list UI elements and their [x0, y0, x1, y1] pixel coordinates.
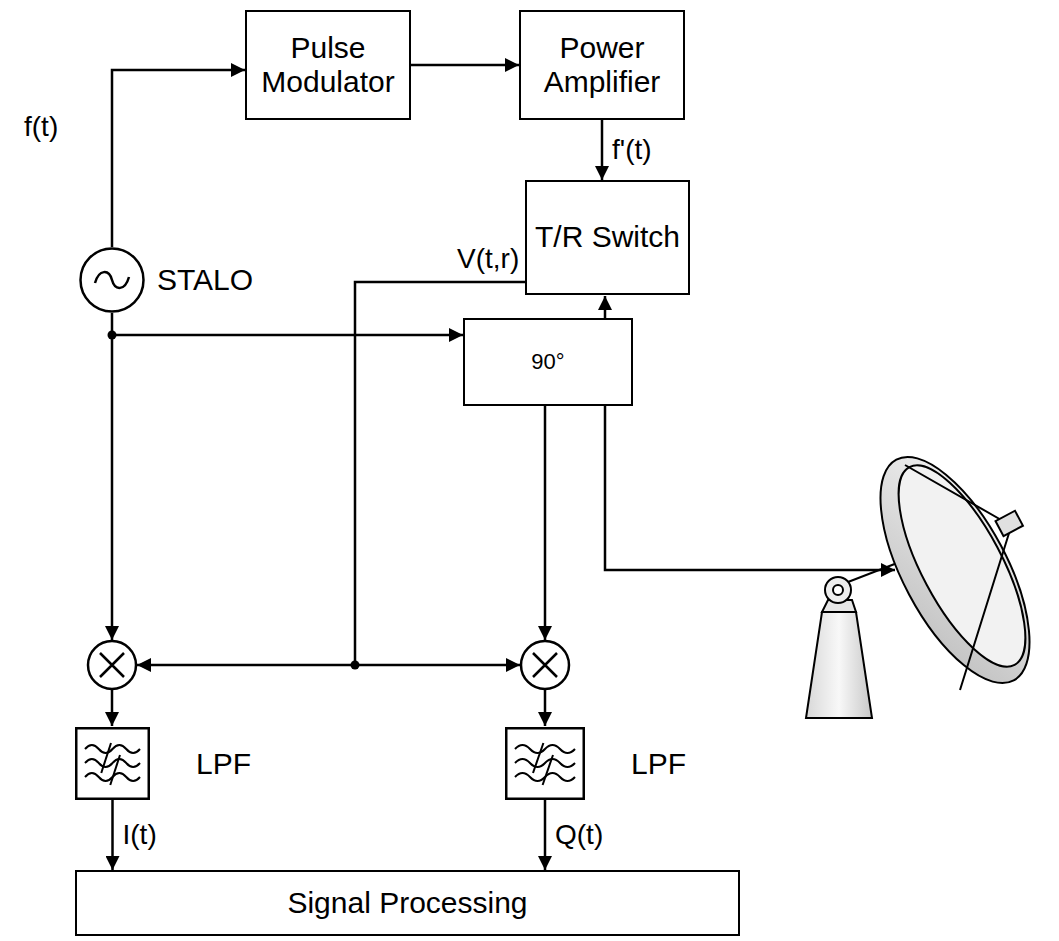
box-label: 90°: [531, 349, 564, 374]
switch-box: T/R Switch: [525, 180, 690, 295]
filter-symbol: [505, 727, 585, 800]
signal-connector: [112, 313, 463, 335]
signal-name: I(t): [121, 820, 159, 851]
mixer-symbol: [88, 641, 136, 689]
antenna-illustration: [806, 435, 1059, 718]
process-box: Power Amplifier: [519, 10, 685, 120]
signal-name: Q(t): [553, 820, 605, 851]
receive-wire: [355, 664, 520, 667]
lo-wire: [111, 335, 114, 640]
lo-wire: [544, 406, 547, 640]
mixer-wire: [111, 689, 114, 726]
oscillator-symbol: [79, 247, 145, 313]
signal-connector: [112, 70, 245, 247]
box-label: Power Amplifier: [521, 31, 683, 100]
box-label: Signal Processing: [287, 886, 527, 921]
signal-connector: [544, 800, 547, 870]
symbol-label: LPF: [631, 747, 686, 781]
signal-name: V(t,r): [455, 244, 521, 275]
signal-name: f(t): [22, 112, 60, 143]
mixer-wire: [544, 689, 547, 726]
antenna-wire: [605, 296, 895, 570]
symbol-label: STALO: [157, 263, 253, 297]
signal-connector: [111, 800, 114, 870]
filter-box: LPF: [505, 727, 585, 800]
process-box: Signal Processing: [75, 870, 740, 936]
junction-dot: [351, 661, 360, 670]
box-label: T/R Switch: [535, 220, 680, 255]
box-label: Pulse Modulator: [247, 31, 409, 100]
phase-shifter-box: 90°: [463, 318, 633, 406]
filter-box: LPF: [75, 727, 150, 800]
oscillator-symbol: STALO: [79, 247, 145, 313]
symbol-label: LPF: [196, 747, 251, 781]
signal-name: f'(t): [610, 135, 654, 166]
signal-connector: [411, 64, 519, 67]
process-box: Pulse Modulator: [245, 10, 411, 120]
filter-symbol: [75, 727, 150, 800]
signal-connector: [601, 120, 604, 180]
receive-wire: [137, 664, 355, 667]
mixer-symbol: [521, 641, 569, 689]
